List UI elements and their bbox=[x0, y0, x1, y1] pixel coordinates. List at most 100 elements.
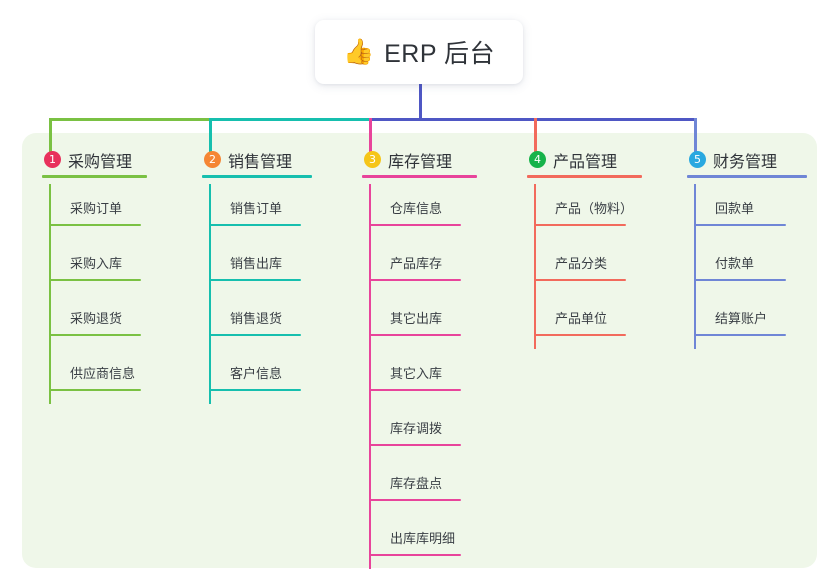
root-node-title: ERP 后台 bbox=[384, 40, 496, 68]
branch-item[interactable]: 客户信息 bbox=[202, 349, 301, 404]
branch-item-underline bbox=[534, 334, 626, 336]
branch-item-label: 付款单 bbox=[715, 256, 755, 271]
branch-item[interactable]: 回款单 bbox=[687, 184, 786, 239]
branch-spine bbox=[209, 184, 211, 404]
branch-number-badge: 5 bbox=[689, 151, 706, 168]
branch-number-badge: 1 bbox=[44, 151, 61, 168]
branch-item[interactable]: 采购入库 bbox=[42, 239, 141, 294]
branch-item-label: 采购入库 bbox=[70, 256, 123, 271]
branch-column-1: 1 采购管理采购订单采购入库采购退货供应商信息 bbox=[42, 146, 147, 404]
branch-item-label: 出库库明细 bbox=[390, 531, 456, 546]
branch-item-label: 其它入库 bbox=[390, 366, 443, 381]
bus-segment-1 bbox=[49, 118, 212, 121]
branch-header-1[interactable]: 1 采购管理 bbox=[42, 146, 147, 184]
branch-header-underline bbox=[42, 175, 147, 178]
branch-item-label: 销售订单 bbox=[230, 201, 283, 216]
branch-item[interactable]: 仓库信息 bbox=[362, 184, 461, 239]
branch-item-label: 产品库存 bbox=[390, 256, 443, 271]
branch-item-label: 结算账户 bbox=[715, 311, 768, 326]
branch-connector-1 bbox=[49, 118, 52, 152]
branch-item-label: 仓库信息 bbox=[390, 201, 443, 216]
branch-title: 产品管理 bbox=[553, 153, 618, 171]
branch-item[interactable]: 库存调拨 bbox=[362, 404, 461, 459]
root-node[interactable]: 👍 ERP 后台 bbox=[315, 20, 523, 84]
branch-item-label: 库存盘点 bbox=[390, 476, 443, 491]
branch-item-label: 其它出库 bbox=[390, 311, 443, 326]
branch-spine bbox=[694, 184, 696, 349]
branch-item[interactable]: 供应商信息 bbox=[42, 349, 141, 404]
branch-item-underline bbox=[534, 224, 626, 226]
root-node-content: 👍 ERP 后台 bbox=[343, 34, 495, 70]
branch-item-label: 产品分类 bbox=[555, 256, 608, 271]
branch-item-label: 采购退货 bbox=[70, 311, 123, 326]
branch-item[interactable]: 产品（物料） bbox=[527, 184, 633, 239]
branch-header-underline bbox=[527, 175, 642, 178]
branch-header-underline bbox=[202, 175, 312, 178]
branch-item-label: 库存调拨 bbox=[390, 421, 443, 436]
branch-item-list: 仓库信息产品库存其它出库其它入库库存调拨库存盘点出库库明细 bbox=[362, 184, 461, 569]
branch-item-underline bbox=[369, 224, 461, 226]
branches-panel bbox=[22, 133, 817, 568]
branch-item[interactable]: 销售退货 bbox=[202, 294, 301, 349]
branch-header-underline bbox=[362, 175, 477, 178]
branch-item-label: 采购订单 bbox=[70, 201, 123, 216]
branch-item-underline bbox=[49, 389, 141, 391]
branch-item-underline bbox=[209, 334, 301, 336]
branch-item[interactable]: 销售订单 bbox=[202, 184, 301, 239]
branch-item-label: 销售出库 bbox=[230, 256, 283, 271]
branch-item-list: 采购订单采购入库采购退货供应商信息 bbox=[42, 184, 141, 404]
branch-item-label: 回款单 bbox=[715, 201, 755, 216]
branch-item-label: 产品单位 bbox=[555, 311, 608, 326]
bus-segment-3 bbox=[369, 118, 537, 121]
branch-item-underline bbox=[369, 444, 461, 446]
branch-item-underline bbox=[369, 554, 461, 556]
branch-item-underline bbox=[209, 279, 301, 281]
branch-connector-2 bbox=[209, 118, 212, 152]
branch-number-badge: 2 bbox=[204, 151, 221, 168]
branch-item-list: 回款单付款单结算账户 bbox=[687, 184, 786, 349]
branch-spine bbox=[534, 184, 536, 349]
branch-item[interactable]: 产品库存 bbox=[362, 239, 461, 294]
branch-item[interactable]: 其它入库 bbox=[362, 349, 461, 404]
branch-item-label: 产品（物料） bbox=[555, 201, 634, 216]
branch-item[interactable]: 产品分类 bbox=[527, 239, 626, 294]
branch-item[interactable]: 库存盘点 bbox=[362, 459, 461, 514]
branch-item-underline bbox=[209, 224, 301, 226]
branch-item-underline bbox=[534, 279, 626, 281]
branch-item[interactable]: 产品单位 bbox=[527, 294, 626, 349]
branch-item-underline bbox=[369, 389, 461, 391]
branch-item-underline bbox=[694, 279, 786, 281]
branch-item-underline bbox=[49, 279, 141, 281]
branch-item-list: 产品（物料） 产品分类产品单位 bbox=[527, 184, 633, 349]
branch-item[interactable]: 销售出库 bbox=[202, 239, 301, 294]
branch-spine bbox=[369, 184, 371, 569]
branch-connector-4 bbox=[534, 118, 537, 152]
branch-item[interactable]: 出库库明细 bbox=[362, 514, 461, 569]
bus-segment-2 bbox=[209, 118, 372, 121]
branch-item[interactable]: 采购订单 bbox=[42, 184, 141, 239]
branch-header-row: 1 采购管理 bbox=[42, 146, 132, 173]
branch-item[interactable]: 采购退货 bbox=[42, 294, 141, 349]
branch-item[interactable]: 付款单 bbox=[687, 239, 786, 294]
branch-item-underline bbox=[49, 334, 141, 336]
branch-item-label: 供应商信息 bbox=[70, 366, 136, 381]
branch-item[interactable]: 其它出库 bbox=[362, 294, 461, 349]
branch-item-underline bbox=[369, 334, 461, 336]
branch-item-label: 客户信息 bbox=[230, 366, 283, 381]
branch-title: 采购管理 bbox=[68, 153, 133, 171]
thumbs-up-icon: 👍 bbox=[342, 37, 375, 66]
branch-header-underline bbox=[687, 175, 807, 178]
branch-connector-5 bbox=[694, 118, 697, 152]
branch-item[interactable]: 结算账户 bbox=[687, 294, 786, 349]
